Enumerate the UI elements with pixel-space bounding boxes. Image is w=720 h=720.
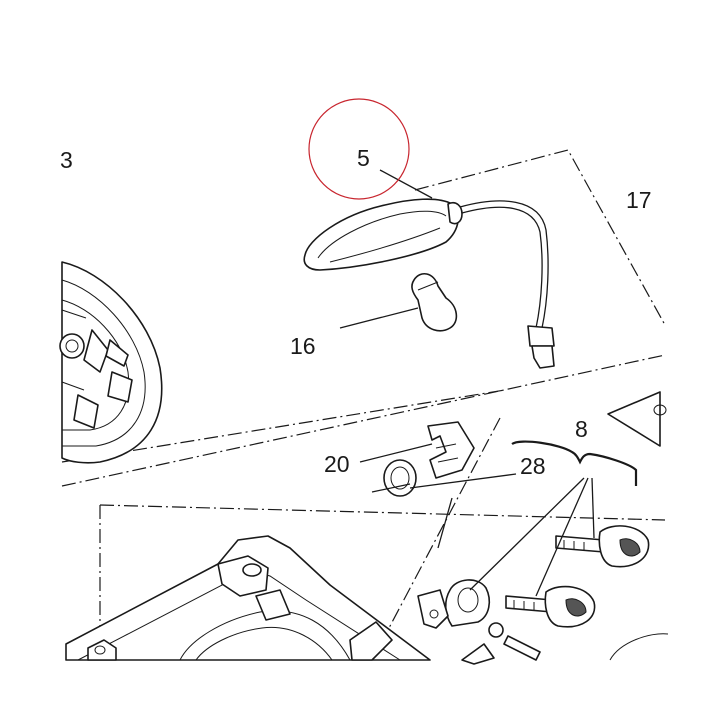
wheel-hub-assembly [59, 261, 163, 464]
right-side-fragments [607, 391, 669, 661]
grommet [383, 459, 417, 497]
bulb [411, 273, 458, 332]
lamp-housing [303, 198, 463, 271]
highlight-circle [308, 98, 410, 200]
lamp-cable [459, 200, 555, 369]
bracket-clip [427, 421, 475, 479]
lock-cylinder [417, 579, 491, 629]
bottom-housing [65, 535, 431, 661]
pin-and-screw [461, 622, 541, 665]
group-brace [511, 440, 638, 486]
callout-28: 28 [520, 453, 546, 479]
callout-17: 17 [626, 187, 652, 213]
key-lower [505, 585, 596, 628]
callout-3: 3 [60, 147, 73, 173]
dash-dot-frame-lines [61, 149, 666, 646]
callout-5: 5 [357, 145, 370, 171]
callout-8: 8 [575, 416, 588, 442]
key-upper [555, 525, 650, 568]
leader-lines [339, 169, 595, 597]
callout-20: 20 [324, 451, 350, 477]
callout-16: 16 [290, 333, 316, 359]
